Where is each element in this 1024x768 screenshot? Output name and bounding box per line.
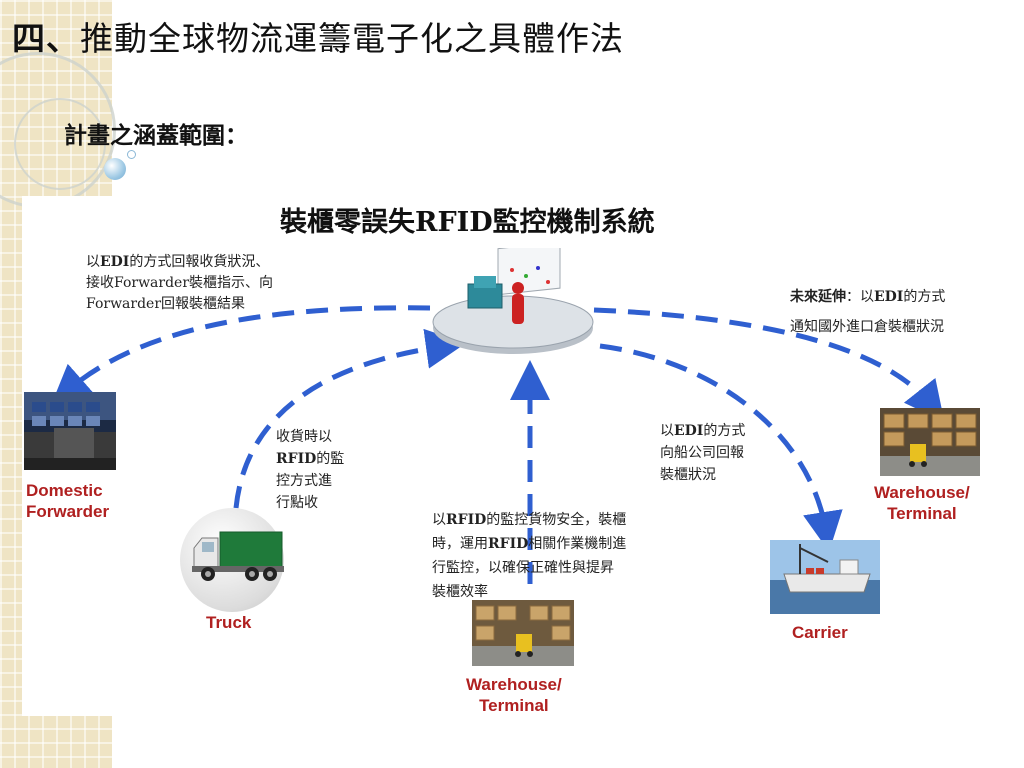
warehouse-bottom-image [472, 600, 574, 666]
note-forwarder-edi: 以EDI的方式回報收貨狀況、 接收Forwarder裝櫃指示、向 Forward… [86, 254, 274, 312]
rfid-control-center-icon [432, 248, 594, 354]
note-carrier-edi: 以EDI的方式 向船公司回報 裝櫃狀況 [660, 423, 746, 483]
warehouse-right-image [880, 408, 980, 476]
decorative-ring-small [14, 98, 106, 190]
arrow-to-domestic-forwarder [50, 305, 431, 406]
decorative-bubble [104, 158, 126, 180]
arrow-truck-to-hub [233, 328, 466, 509]
note-future-extension: 未來延伸：以EDI的方式 通知國外進口倉裝櫃狀況 [790, 289, 946, 335]
warehouse-right-label: Warehouse/Terminal [874, 483, 970, 523]
note-warehouse-rfid: 以RFID的監控貨物安全，裝櫃 時，運用RFID相關作業機制進 行監控，以確保正… [432, 512, 627, 600]
warehouse-bottom-label: Warehouse/Terminal [466, 675, 562, 715]
truck-label: Truck [206, 613, 252, 632]
note-truck-rfid: 收貨時以 RFID的監 控方式進 行點收 [276, 429, 345, 511]
domestic-forwarder-image [24, 392, 116, 470]
arrow-hub-to-carrier [599, 343, 843, 552]
slide-title: 四、推動全球物流運籌電子化之具體作法 [12, 19, 624, 58]
slide-subtitle: 計畫之涵蓋範圍： [64, 122, 248, 149]
carrier-image [770, 540, 880, 614]
arrow-hub-to-warehouse-right [593, 307, 945, 422]
carrier-label: Carrier [792, 623, 848, 642]
truck-icon [192, 531, 284, 581]
decorative-dot [127, 150, 136, 159]
diagram-title: 裝櫃零誤失RFID監控機制系統 [280, 207, 655, 238]
